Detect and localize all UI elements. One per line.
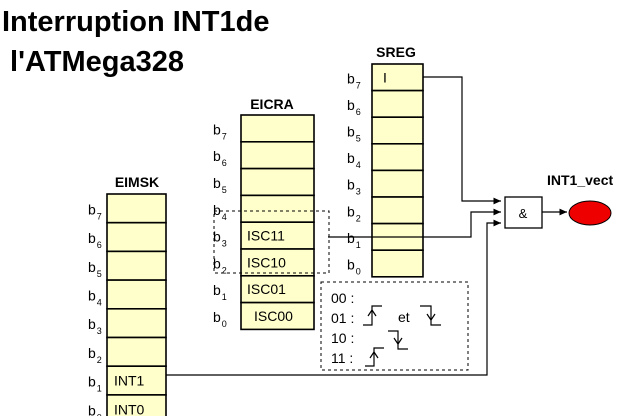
eicra-header: EICRA — [250, 96, 294, 112]
eimsk-bit-7-index: b7 — [88, 201, 102, 221]
sreg-bit-4-cell — [371, 143, 424, 172]
rising-edge-arrow-icon-11 — [369, 350, 379, 359]
wire-isc1-to-gate — [328, 208, 501, 238]
eicra-bit-1-index: b1 — [213, 282, 227, 302]
sreg-bit-5-index: b5 — [347, 124, 361, 144]
sreg-bit-0-cell — [371, 249, 424, 278]
eicra-bit-3-label: ISC11 — [247, 228, 285, 244]
eimsk-bit-7-cell — [106, 193, 167, 224]
eimsk-bit-0-label: INT0 — [114, 401, 145, 416]
eimsk-bit-0-index: b0 — [88, 402, 102, 416]
eimsk-header: EIMSK — [115, 174, 159, 190]
eicra-bit-2-label: ISC10 — [247, 254, 286, 270]
falling-edge-icon-10 — [388, 330, 408, 350]
eicra-bit-0-cell — [240, 301, 315, 331]
eicra-bit-2-cell — [240, 248, 315, 277]
eicra-bit-6-index: b6 — [213, 148, 227, 168]
sreg-bit-7-label: I — [383, 69, 387, 85]
wire-sreg-i-to-gate — [423, 76, 501, 205]
eicra-bit-1-cell — [240, 274, 315, 304]
eicra-bit-2-index: b2 — [213, 255, 227, 275]
title-line-2: l'ATMega328 — [2, 46, 184, 78]
legend-code-00: 00 : — [331, 290, 354, 306]
int1-vect-indicator — [568, 200, 612, 226]
eicra-bit-5-index: b5 — [213, 175, 227, 195]
eicra-bit-1-label: ISC01 — [247, 281, 286, 297]
legend-code-10: 10 : — [331, 330, 354, 346]
sreg-bit-3-index: b3 — [347, 177, 361, 197]
sreg-register: Ib7 b6 b5 b4 b3 b2 b1 b0 — [347, 63, 424, 278]
and-gate-symbol: & — [519, 206, 528, 221]
sreg-bit-4-index: b4 — [347, 150, 361, 170]
eimsk-bit-4-cell — [106, 279, 167, 310]
eimsk-bit-3-index: b3 — [88, 316, 102, 336]
eicra-bit-4-cell — [240, 194, 315, 223]
eimsk-bit-4-index: b4 — [88, 287, 102, 307]
legend-code-11: 11 : — [331, 350, 353, 366]
rising-edge-icon — [363, 305, 382, 326]
title-line-1: Interruption INT1de — [2, 6, 269, 38]
falling-edge-arrow-icon — [426, 313, 436, 322]
legend-code-01: 01 : — [331, 310, 354, 326]
legend-et-text: et — [398, 309, 410, 325]
rising-edge-icon-11 — [365, 347, 384, 367]
edge-mode-legend: 00 : 01 : 10 : 11 : et — [320, 281, 469, 371]
sreg-bit-7-cell — [371, 63, 424, 92]
rising-edge-arrow-icon — [367, 308, 377, 317]
eicra-bit-4-index: b4 — [213, 202, 227, 222]
eicra-bit-7-cell — [240, 114, 315, 143]
eicra-bit-0-label: ISC00 — [254, 308, 293, 324]
eicra-bit-5-cell — [240, 167, 315, 197]
and-gate — [504, 196, 543, 229]
eimsk-bit-5-cell — [106, 250, 167, 281]
legend-box — [320, 281, 469, 371]
eicra-bit-7-index: b7 — [213, 121, 227, 141]
eicra-bit-6-cell — [240, 141, 315, 170]
eicra-bit-0-index: b0 — [213, 309, 227, 329]
eimsk-bit-3-cell — [106, 307, 167, 339]
eimsk-bit-6-cell — [106, 221, 167, 253]
isc1-selection-box — [213, 210, 330, 274]
falling-edge-icon — [420, 305, 441, 326]
eimsk-bit-5-index: b5 — [88, 259, 102, 279]
sreg-bit-5-cell — [371, 116, 424, 145]
eimsk-bit-1-label: INT1 — [114, 373, 145, 389]
sreg-bit-2-cell — [371, 196, 424, 225]
sreg-bit-2-index: b2 — [347, 203, 361, 223]
sreg-bit-7-index: b7 — [347, 70, 361, 90]
sreg-bit-0-index: b0 — [347, 257, 361, 277]
sreg-header: SREG — [376, 44, 416, 60]
eicra-bit-3-index: b3 — [213, 229, 227, 249]
wire-int1-to-gate — [166, 219, 501, 376]
eimsk-bit-2-cell — [106, 336, 167, 368]
eimsk-bit-2-index: b2 — [88, 345, 102, 365]
eimsk-bit-1-index: b1 — [88, 374, 102, 394]
eimsk-bit-0-cell — [106, 394, 167, 416]
sreg-bit-1-index: b1 — [347, 230, 361, 250]
eimsk-bit-6-index: b6 — [88, 230, 102, 250]
sreg-bit-3-cell — [371, 169, 424, 198]
falling-edge-arrow-icon-10 — [393, 337, 403, 346]
sreg-bit-6-cell — [371, 89, 424, 118]
int1-vect-label: INT1_vect — [547, 172, 613, 188]
sreg-bit-6-index: b6 — [347, 97, 361, 117]
